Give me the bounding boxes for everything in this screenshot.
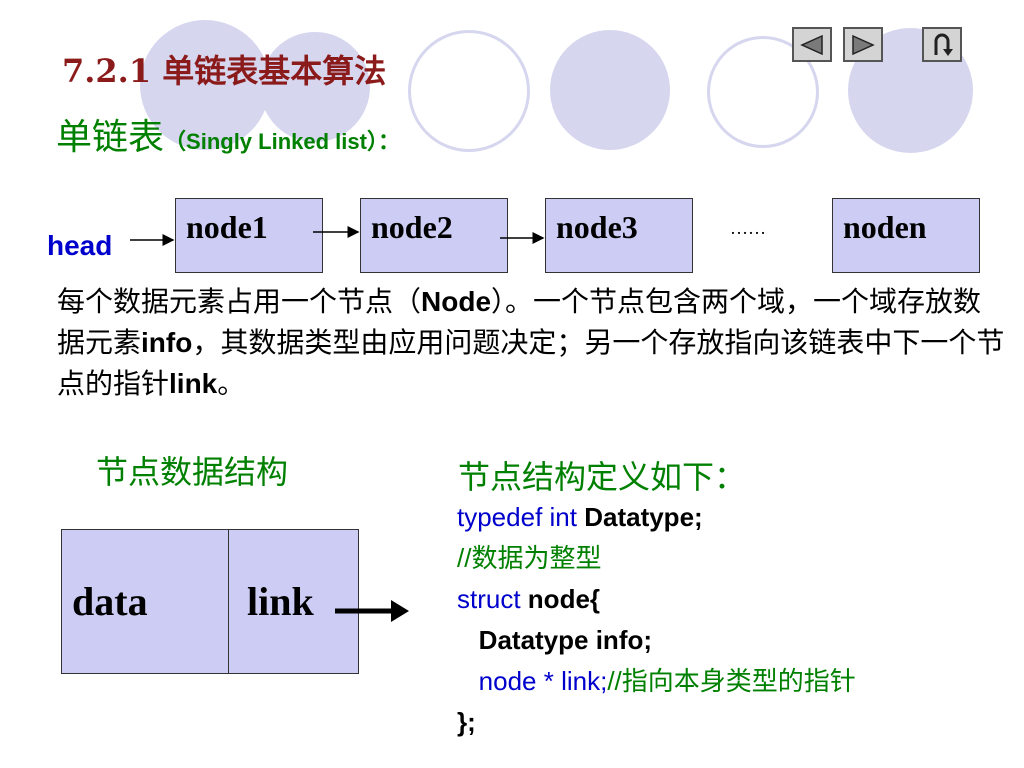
- code-comment: //数据为整型: [457, 543, 602, 573]
- decorative-circle: [260, 32, 370, 142]
- decorative-circle: [140, 20, 270, 150]
- node-keyword: Node: [421, 286, 492, 317]
- subtitle-open: （: [164, 129, 187, 154]
- page-title: 7.2.1 单链表基本算法: [62, 52, 387, 90]
- prev-slide-button[interactable]: [792, 27, 832, 62]
- next-slide-button[interactable]: [843, 27, 883, 62]
- code-text: node{: [520, 584, 601, 614]
- code-line: struct node{: [457, 579, 856, 620]
- list-node: node1: [175, 198, 323, 273]
- code-line: };: [457, 707, 476, 737]
- decorative-ring: [408, 30, 530, 152]
- subtitle-zh: 单链表: [56, 117, 165, 158]
- return-arrow-icon: [934, 33, 953, 56]
- triangle-right-icon: [852, 34, 875, 55]
- code-comment: //指向本身类型的指针: [607, 666, 856, 696]
- info-keyword: info: [141, 327, 193, 358]
- description-text: 每个数据元素占用一个节点（Node）。一个节点包含两个域，一个域存放数据元素in…: [57, 281, 1007, 404]
- desc-part: ）。一个节点包含两个域，一个域存放数据元素: [57, 285, 982, 359]
- decorative-circle: [550, 30, 670, 150]
- decorative-ring: [707, 36, 819, 148]
- node-structure-title: 节点数据结构: [96, 453, 289, 491]
- list-node: node3: [545, 198, 693, 273]
- code-keyword: struct: [457, 584, 521, 614]
- code-line: node * link;//指向本身类型的指针: [457, 661, 856, 702]
- code-line: typedef int Datatype;: [457, 497, 856, 538]
- code-line: //数据为整型: [457, 538, 856, 579]
- link-keyword: link: [169, 368, 218, 399]
- code-text: Datatype;: [576, 502, 703, 532]
- return-button[interactable]: [922, 27, 962, 62]
- list-node: node2: [360, 198, 508, 273]
- subtitle-en: Singly Linked list: [186, 129, 367, 154]
- code-line: Datatype info;: [457, 625, 653, 655]
- link-field: link: [228, 529, 359, 674]
- ellipsis: ……: [730, 218, 766, 238]
- subtitle: 单链表（Singly Linked list）：: [56, 108, 400, 160]
- link-arrow-icon: [335, 600, 409, 622]
- code-block: typedef int Datatype; //数据为整型 struct nod…: [457, 497, 856, 743]
- desc-part: 每个数据元素占用一个节点（: [57, 285, 422, 318]
- desc-part: ，其数据类型由应用问题决定；另一个存放指向该链表中下一个节点的指针: [57, 326, 1005, 400]
- head-label: head: [47, 230, 113, 261]
- definition-title: 节点结构定义如下：: [458, 458, 747, 496]
- code-text: node * link;: [457, 666, 608, 696]
- data-field: data: [61, 529, 229, 674]
- subtitle-close: ）：: [366, 129, 400, 154]
- desc-part: 。: [217, 367, 246, 400]
- triangle-left-icon: [800, 34, 823, 55]
- list-node: noden: [832, 198, 980, 273]
- code-keyword: typedef int: [457, 502, 577, 532]
